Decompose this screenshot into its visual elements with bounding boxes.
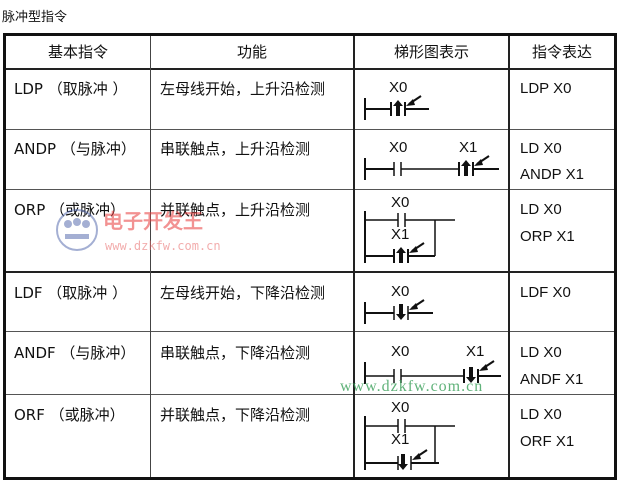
- expression-ldp-1: LDP X0: [520, 80, 572, 97]
- pulse-instruction-table: 基本指令 功能 梯形图表示 指令表达 LDP （取脉冲 ） 左母线开始，上升沿检…: [3, 33, 617, 480]
- svg-text:X1: X1: [391, 226, 409, 243]
- svg-text:X1: X1: [391, 431, 409, 448]
- function-ldp: 左母线开始，上升沿检测: [160, 80, 326, 98]
- svg-text:X0: X0: [391, 343, 409, 360]
- row-divider: [6, 129, 614, 130]
- row-divider: [6, 68, 614, 70]
- instruction-andp: ANDP （与脉冲）: [14, 140, 136, 158]
- instruction-orf: ORF （或脉冲）: [14, 406, 125, 424]
- header-function: 功能: [236, 43, 267, 61]
- ladder-diagram-orf: X0 X1: [364, 399, 455, 470]
- function-andf: 串联触点，下降沿检测: [160, 344, 311, 362]
- function-orf: 并联触点，下降沿检测: [160, 406, 311, 424]
- ladder-diagram-ldp: X0: [364, 79, 429, 120]
- svg-text:X1: X1: [466, 343, 484, 360]
- expression-ldf-1: LDF X0: [520, 284, 571, 301]
- svg-text:X1: X1: [459, 139, 477, 156]
- expression-orp-1: LD X0: [520, 201, 562, 218]
- col-divider: [508, 36, 510, 477]
- falling-edge-arrow-icon: [398, 454, 408, 470]
- logo-circle-icon: [56, 209, 98, 251]
- page-title: 脉冲型指令: [2, 10, 68, 25]
- falling-edge-arrow-icon: [396, 304, 406, 320]
- expression-orf-2: ORF X1: [520, 433, 575, 450]
- ladder-diagram-andf: X0 X1: [364, 343, 501, 384]
- instruction-ldp: LDP （取脉冲 ）: [14, 80, 128, 98]
- function-ldf: 左母线开始，下降沿检测: [160, 284, 326, 302]
- instruction-ldf: LDF （取脉冲 ）: [14, 284, 128, 302]
- expression-andf-2: ANDF X1: [520, 371, 584, 388]
- svg-text:电子开发王: 电子开发王: [103, 209, 203, 233]
- svg-text:X0: X0: [391, 283, 409, 300]
- rising-edge-arrow-icon: [396, 247, 406, 263]
- falling-edge-arrow-icon: [466, 367, 476, 383]
- instruction-orp: ORP （或脉冲）: [14, 201, 126, 219]
- row-divider: [6, 394, 614, 395]
- rising-edge-arrow-icon: [461, 160, 471, 176]
- function-orp: 并联触点，上升沿检测: [160, 201, 311, 219]
- instruction-andf: ANDF （与脉冲）: [14, 344, 136, 362]
- expression-andp-1: LD X0: [520, 140, 562, 157]
- svg-text:X0: X0: [389, 79, 407, 96]
- svg-text:X0: X0: [391, 399, 409, 416]
- ladder-diagram-ldf: X0: [364, 283, 433, 324]
- header-expression: 指令表达: [531, 43, 592, 61]
- svg-text:www.dzkfw.com.cn: www.dzkfw.com.cn: [105, 239, 221, 253]
- function-andp: 串联触点，上升沿检测: [160, 140, 311, 158]
- svg-text:X0: X0: [391, 194, 409, 211]
- row-divider: [6, 189, 614, 190]
- expression-andf-1: LD X0: [520, 344, 562, 361]
- svg-text:X0: X0: [389, 139, 407, 156]
- header-ladder: 梯形图表示: [393, 43, 469, 61]
- rising-edge-arrow-icon: [393, 100, 403, 116]
- expression-orf-1: LD X0: [520, 406, 562, 423]
- row-divider: [6, 271, 614, 273]
- col-divider: [353, 36, 355, 477]
- watermark-logo: 电子开发王 www.dzkfw.com.cn: [56, 209, 221, 253]
- ladder-diagram-orp: X0 X1: [364, 194, 455, 263]
- expression-andp-2: ANDP X1: [520, 166, 584, 183]
- header-basic-instruction: 基本指令: [47, 43, 108, 61]
- expression-orp-2: ORP X1: [520, 228, 575, 245]
- watermark-url: www.dzkfw.com.cn: [340, 378, 484, 395]
- col-divider: [150, 36, 151, 477]
- ladder-diagram-andp: X0 X1: [364, 139, 499, 180]
- row-divider: [6, 331, 614, 332]
